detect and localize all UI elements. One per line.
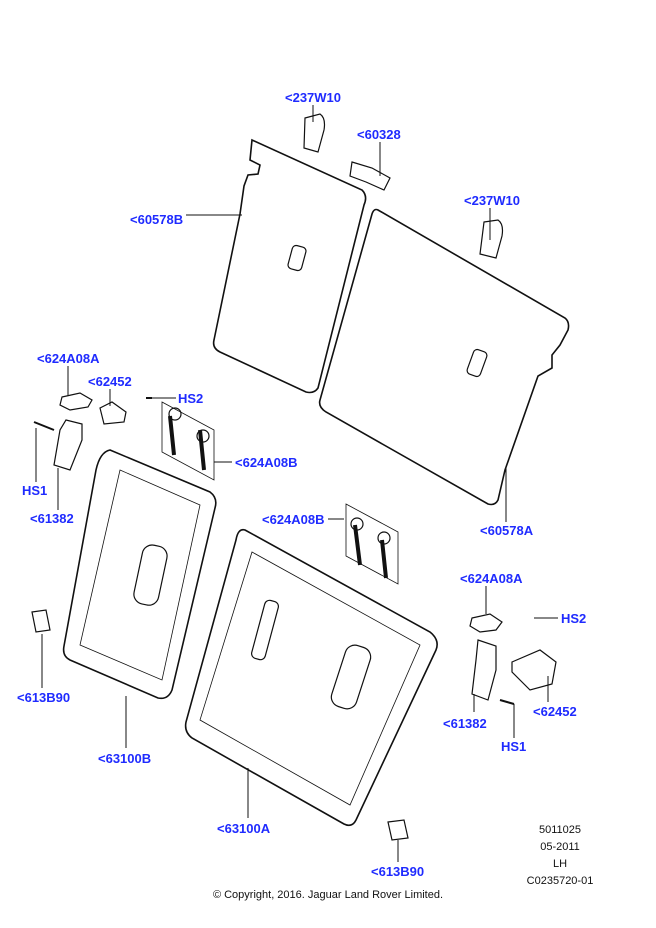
callout-613b90[interactable]: <613B90: [17, 690, 71, 705]
latch-61382-a: [53, 419, 83, 471]
callout-hs2[interactable]: HS2: [561, 611, 587, 626]
diagram-side: LH: [552, 858, 568, 870]
callout-61382[interactable]: <61382: [30, 511, 74, 526]
callout-613b90[interactable]: <613B90: [371, 864, 425, 879]
callout-61382[interactable]: <61382: [443, 716, 487, 731]
callout-624a08a[interactable]: <624A08A: [460, 571, 523, 586]
frame-63100b: [62, 449, 217, 700]
callout-624a08b[interactable]: <624A08B: [262, 512, 325, 527]
callout-62452[interactable]: <62452: [533, 704, 577, 719]
bolt-set-624a08b-b: [345, 503, 399, 585]
callout-62452[interactable]: <62452: [88, 374, 132, 389]
clip-237w10-a: [303, 113, 326, 153]
copyright: © Copyright, 2016. Jaguar Land Rover Lim…: [212, 889, 444, 901]
callout-60578a[interactable]: <60578A: [480, 523, 534, 538]
hinge-613b90-a: [31, 609, 51, 633]
panel-60578a: [318, 208, 570, 506]
latch-61382-b: [471, 639, 497, 701]
bolt-set-624a08b-a: [161, 401, 215, 481]
callout-63100b[interactable]: <63100B: [98, 751, 152, 766]
bezel-624a08a-a: [59, 392, 93, 411]
callout-hs2[interactable]: HS2: [178, 391, 204, 406]
hinge-613b90-b: [387, 819, 409, 841]
diagram-number: 5011025: [538, 824, 581, 836]
callout-60578b[interactable]: <60578B: [130, 212, 184, 227]
clip-237w10-b: [479, 219, 504, 259]
callout-624a08a[interactable]: <624A08A: [37, 351, 100, 366]
striker-62452-a: [99, 401, 127, 425]
callout-237w10[interactable]: <237W10: [285, 90, 342, 105]
callout-hs1[interactable]: HS1: [501, 739, 527, 754]
callout-60328[interactable]: <60328: [357, 127, 401, 142]
frame-63100a: [184, 528, 438, 827]
bezel-624a08a-b: [469, 613, 503, 633]
callout-237w10[interactable]: <237W10: [464, 193, 521, 208]
striker-62452-b: [511, 649, 557, 691]
diagram-code: C0235720-01: [526, 875, 594, 887]
callout-hs1[interactable]: HS1: [22, 483, 48, 498]
panel-60578b: [212, 138, 367, 394]
diagram-date: 05-2011: [540, 841, 580, 853]
bracket-60328: [349, 161, 391, 191]
diagram-info: 5011025 05-2011 LH C0235720-01: [500, 822, 620, 890]
callout-63100a[interactable]: <63100A: [217, 821, 271, 836]
callout-624a08b[interactable]: <624A08B: [235, 455, 298, 470]
